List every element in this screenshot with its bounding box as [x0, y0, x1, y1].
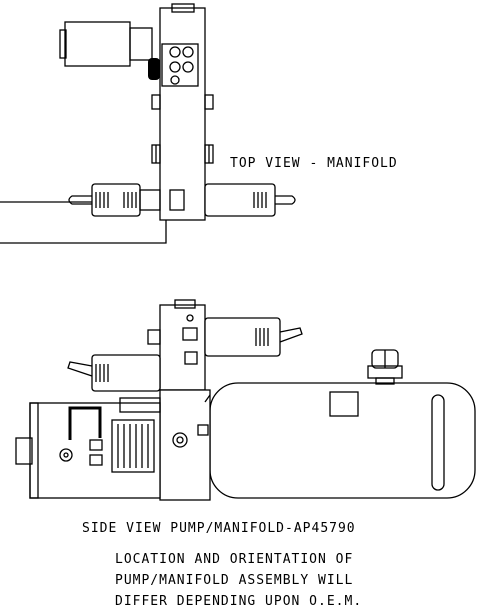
top-right-cartridge-valve — [204, 183, 296, 217]
top-port-fittings — [148, 43, 199, 87]
top-left-cartridge-valve — [68, 183, 161, 217]
note-line-1: LOCATION AND ORIENTATION OF — [115, 552, 353, 567]
side-lower-cartridge-valve — [67, 354, 161, 392]
reservoir-tank — [209, 349, 476, 499]
top-view-manifold — [0, 3, 296, 244]
pump-motor — [15, 397, 161, 499]
note-line-3: DIFFER DEPENDING UPON O.E.M. — [115, 594, 362, 609]
top-view-label: TOP VIEW - MANIFOLD — [230, 156, 398, 171]
side-view-label: SIDE VIEW PUMP/MANIFOLD-AP45790 — [82, 521, 356, 536]
note-line-2: PUMP/MANIFOLD ASSEMBLY WILL — [115, 573, 353, 588]
top-side-bolts — [151, 94, 214, 164]
top-solenoid-coil — [59, 21, 153, 67]
side-view-pump-manifold — [15, 299, 476, 501]
side-upper-cartridge-valve — [204, 317, 303, 357]
